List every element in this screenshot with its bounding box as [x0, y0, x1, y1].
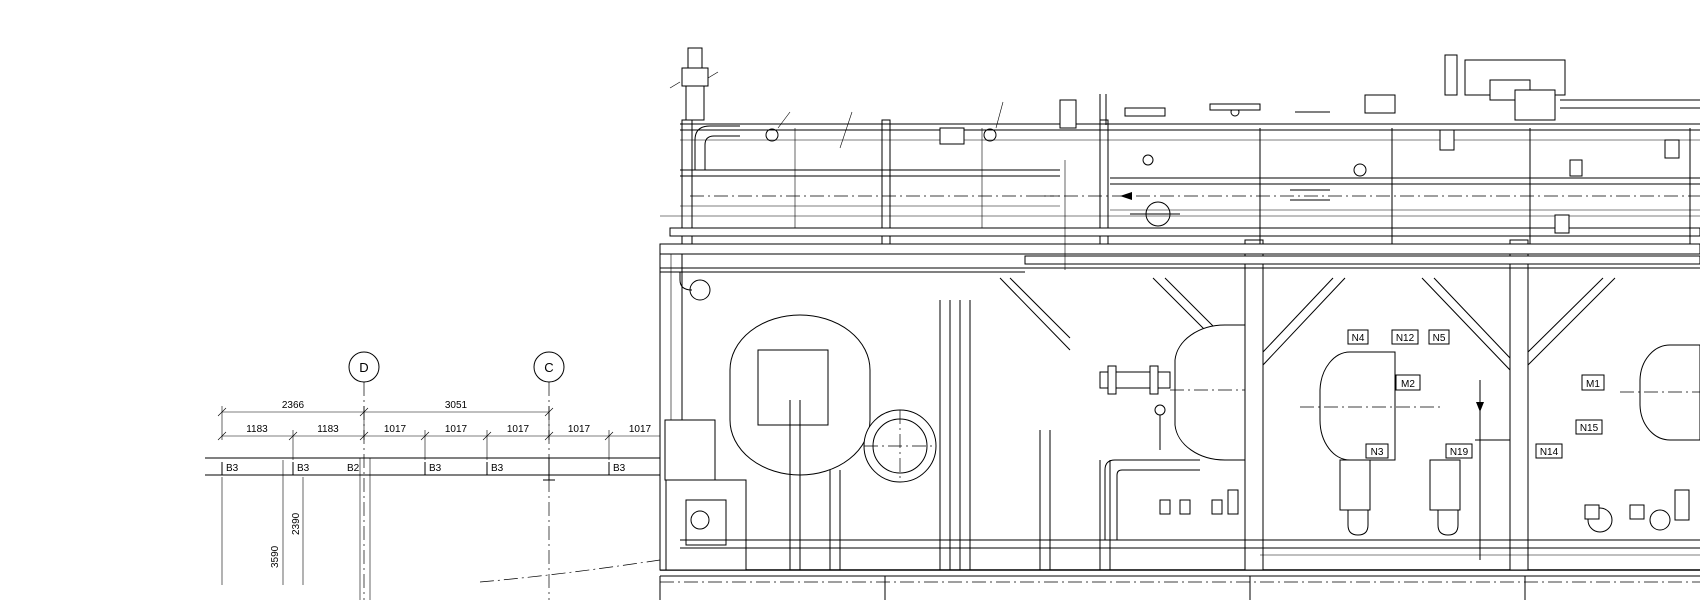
dimension-text: 3051 [445, 400, 468, 411]
dimension-text: 1017 [384, 424, 407, 435]
equipment-skid-elevation: N4 N12 N5 M2 N3 N19 M1 N15 N14 [659, 47, 1700, 600]
beam-label: B3 [297, 463, 310, 474]
beam-label: B3 [613, 463, 626, 474]
dimension-text: 1017 [568, 424, 591, 435]
vertical-dimension-text: 3590 [270, 545, 281, 568]
overall-dimension-line: 2366 3051 [217, 400, 554, 440]
vessel-left [729, 314, 937, 483]
nozzle-tag: N3 [1371, 447, 1384, 458]
base-frame [659, 569, 1700, 600]
valves-instruments [1120, 129, 1690, 521]
top-left-pipe [679, 125, 740, 301]
grid-dimension-area: D C 2366 3051 [205, 351, 661, 600]
segment-dimension-line: 1183 1183 1017 1017 1017 1017 1017 [217, 424, 660, 460]
upper-deck [659, 123, 1700, 273]
nozzle-tag: M2 [1401, 379, 1415, 390]
diagonal-braces [999, 277, 1616, 371]
vertical-dimensions: 2390 3590 [221, 460, 661, 585]
dimension-text: 1183 [246, 424, 268, 435]
beam-label: B2 [347, 463, 360, 474]
nozzle-tag: N15 [1580, 423, 1599, 434]
nozzle-tag: N19 [1450, 447, 1469, 458]
nozzle-tags: N4 N12 N5 M2 N3 N19 M1 N15 N14 [1347, 329, 1605, 459]
lower-piping [664, 300, 1700, 571]
dimension-text: 1017 [445, 424, 468, 435]
dimension-text: 1017 [507, 424, 530, 435]
top-equipment [669, 47, 1700, 149]
nozzle-tag: N4 [1352, 333, 1365, 344]
dimension-text: 1017 [629, 424, 652, 435]
nozzle-tag: N14 [1540, 447, 1559, 458]
nozzle-tag: N5 [1433, 333, 1446, 344]
beam-label: B3 [226, 463, 239, 474]
grid-bubble-d: D [348, 351, 380, 600]
vessel-right [1300, 344, 1700, 461]
beam-label: B3 [429, 463, 442, 474]
vertical-dimension-text: 2390 [291, 512, 302, 535]
beam-label: B3 [491, 463, 504, 474]
grid-bubble-label: D [359, 360, 368, 375]
dimension-text: 2366 [282, 400, 305, 411]
dimension-text: 1183 [317, 424, 339, 435]
vessel-center [1099, 324, 1246, 461]
nozzle-tag: N12 [1396, 333, 1415, 344]
beam-line: B3 B3 B2 B3 B3 B3 [205, 457, 660, 600]
grid-bubble-label: C [544, 360, 553, 375]
nozzle-tag: M1 [1586, 379, 1600, 390]
